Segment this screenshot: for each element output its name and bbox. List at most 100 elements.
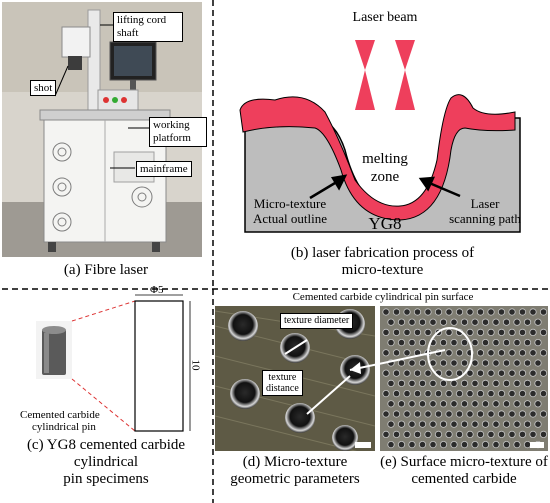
texture-pit — [429, 400, 437, 408]
texture-pit — [497, 369, 506, 377]
texture-pit — [492, 359, 500, 367]
texture-pit — [445, 328, 453, 336]
panel-c: Φ5 10 Cemented carbide cylindrical pin (… — [0, 284, 212, 503]
texture-pit — [445, 349, 453, 357]
texture-pit — [466, 430, 474, 438]
texture-pit — [439, 359, 448, 367]
texture-pit — [481, 420, 490, 428]
texture-pit — [529, 369, 537, 377]
texture-pit — [487, 390, 495, 398]
texture-pit — [397, 420, 406, 428]
texture-pit — [497, 390, 506, 398]
texture-pit — [466, 308, 474, 316]
texture-pit — [487, 308, 495, 316]
texture-pit — [382, 308, 390, 316]
texture-pit — [513, 318, 521, 326]
texture-pit — [497, 328, 506, 336]
texture-pit — [392, 410, 401, 418]
texture-pit — [397, 379, 406, 388]
texture-pit — [497, 410, 506, 418]
texture-pit — [392, 349, 401, 357]
texture-pit — [445, 410, 453, 418]
texture-pit — [413, 369, 422, 377]
surface-title: Cemented carbide cylindrical pin surface — [292, 291, 474, 303]
texture-pit — [382, 369, 390, 377]
texture-pit — [403, 308, 411, 316]
texture-pit — [434, 410, 443, 418]
texture-pit — [529, 410, 537, 418]
texture-pit — [539, 308, 548, 316]
specimen-illustration — [36, 294, 191, 432]
texture-pit — [382, 430, 390, 438]
texture-pit — [492, 420, 500, 428]
label-mainframe: mainframe — [136, 161, 192, 177]
texture-pit — [397, 400, 406, 408]
texture-pit — [471, 359, 479, 367]
texture-pit — [539, 430, 548, 438]
texture-pit — [523, 441, 532, 449]
texture-pit — [518, 430, 527, 438]
texture-pit — [382, 349, 390, 357]
texture-pit — [429, 420, 437, 428]
texture-pit — [450, 359, 458, 367]
texture-pit — [418, 359, 427, 367]
texture-pit — [487, 430, 495, 438]
specimen-label: Cemented carbide cylindrical pin — [20, 409, 100, 433]
texture-pit — [460, 400, 469, 408]
texture-pit — [460, 420, 469, 428]
texture-pit — [508, 369, 516, 377]
texture-pit — [450, 441, 458, 449]
texture-pit — [450, 420, 458, 428]
texture-pit — [529, 430, 537, 438]
caption-c: (c) YG8 cemented carbide cylindrical pin… — [26, 437, 186, 487]
caption-b: (b) laser fabrication process of micro-t… — [290, 245, 475, 278]
texture-pit — [460, 338, 469, 347]
texture-pit — [523, 318, 532, 326]
texture-pit — [487, 328, 495, 336]
texture-pit — [403, 410, 411, 418]
texture-pit — [429, 441, 437, 449]
material-label: YG8 — [368, 214, 402, 233]
texture-pit — [455, 390, 464, 398]
laser-beam-label: Laser beam — [352, 10, 418, 25]
texture-diameter-label: texture diameter — [280, 313, 354, 329]
texture-pit — [392, 328, 401, 336]
micro-texture-label: Micro-texture Actual outline — [252, 196, 327, 226]
texture-pit — [424, 369, 432, 377]
texture-pit — [497, 349, 506, 357]
texture-pit — [539, 390, 548, 398]
texture-pit — [413, 328, 422, 336]
texture-pit — [502, 420, 511, 428]
texture-pit — [534, 420, 542, 428]
texture-pit — [418, 379, 427, 388]
texture-pit — [445, 308, 453, 316]
texture-pit — [513, 338, 521, 347]
texture-pit — [529, 349, 537, 357]
panel-a-leader-lines — [54, 24, 150, 169]
laser-fabrication-diagram — [239, 40, 521, 233]
caption-d: (d) Micro-texture geometric parameters — [230, 454, 360, 487]
texture-pit — [476, 410, 485, 418]
texture-pit — [513, 400, 521, 408]
texture-pit — [387, 318, 395, 326]
texture-pit — [513, 379, 521, 388]
texture-pit — [508, 430, 516, 438]
texture-pit — [534, 318, 542, 326]
texture-pit — [539, 349, 548, 357]
texture-pit — [429, 379, 437, 388]
texture-pit — [502, 441, 511, 449]
texture-pit — [481, 441, 490, 449]
texture-pit — [539, 328, 548, 336]
texture-pit — [392, 390, 401, 398]
texture-pit — [434, 390, 443, 398]
texture-pit — [523, 420, 532, 428]
micrograph-e — [380, 306, 548, 451]
texture-pit — [476, 369, 485, 377]
texture-pit — [403, 349, 411, 357]
texture-pit — [439, 379, 448, 388]
texture-pit — [382, 390, 390, 398]
texture-pit — [481, 338, 490, 347]
texture-pit — [460, 441, 469, 449]
texture-pit — [529, 308, 537, 316]
texture-pit — [392, 308, 401, 316]
